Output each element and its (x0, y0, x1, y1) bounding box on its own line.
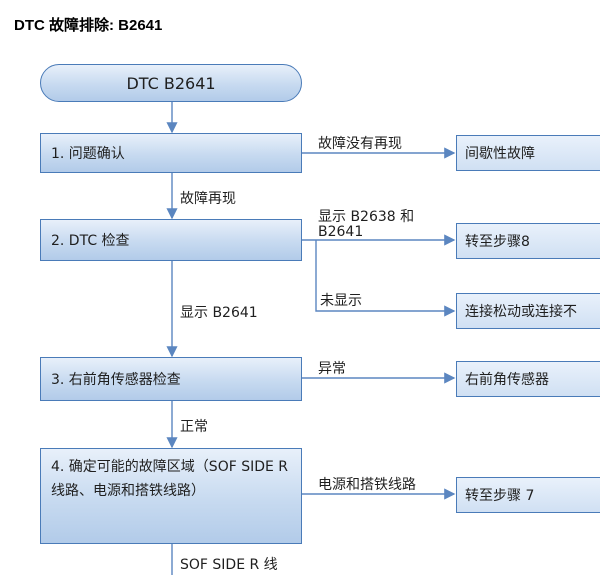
step-4-box: 4. 确定可能的故障区域（SOF SIDE R 线路、电源和搭铁线路） (40, 448, 302, 544)
step-1-box: 1. 问题确认 (40, 133, 302, 173)
edge-label-not-shown: 未显示 (320, 293, 362, 309)
edge-label-normal: 正常 (180, 419, 208, 435)
edge-label-shows-b2641: 显示 B2641 (180, 305, 258, 321)
edge-label-sof-side-r: SOF SIDE R 线 (180, 557, 278, 573)
outcome-step8-box: 转至步骤8 (456, 223, 600, 259)
step-3-box: 3. 右前角传感器检查 (40, 357, 302, 401)
edge-label-power-ground: 电源和搭铁线路 (318, 477, 416, 493)
outcome-corner-sensor-label: 右前角传感器 (465, 372, 549, 388)
arrow-step2-to-loose (315, 240, 456, 317)
edge-label-no-reproduce: 故障没有再现 (318, 136, 402, 152)
edge-label-abnormal: 异常 (318, 361, 346, 377)
start-node: DTC B2641 (40, 64, 302, 102)
step-4-label: 4. 确定可能的故障区域（SOF SIDE R 线路、电源和搭铁线路） (51, 459, 289, 499)
step-3-label: 3. 右前角传感器检查 (51, 372, 181, 388)
step-2-box: 2. DTC 检查 (40, 219, 302, 261)
outcome-step8-label: 转至步骤8 (465, 234, 530, 250)
edge-label-shows-both: 显示 B2638 和 B2641 (318, 209, 415, 240)
outcome-corner-sensor-box: 右前角传感器 (456, 361, 600, 397)
step-1-label: 1. 问题确认 (51, 146, 125, 162)
outcome-loose-connection-label: 连接松动或连接不 (465, 304, 577, 320)
outcome-loose-connection-box: 连接松动或连接不 (456, 293, 600, 329)
step-2-label: 2. DTC 检查 (51, 233, 130, 249)
edge-label-reproduce: 故障再现 (180, 191, 236, 207)
start-node-label: DTC B2641 (126, 73, 216, 93)
page-title: DTC 故障排除: B2641 (14, 17, 163, 34)
outcome-intermittent-label: 间歇性故障 (465, 146, 535, 162)
outcome-step7-box: 转至步骤 7 (456, 477, 600, 513)
outcome-intermittent-box: 间歇性故障 (456, 135, 600, 171)
outcome-step7-label: 转至步骤 7 (465, 488, 535, 504)
